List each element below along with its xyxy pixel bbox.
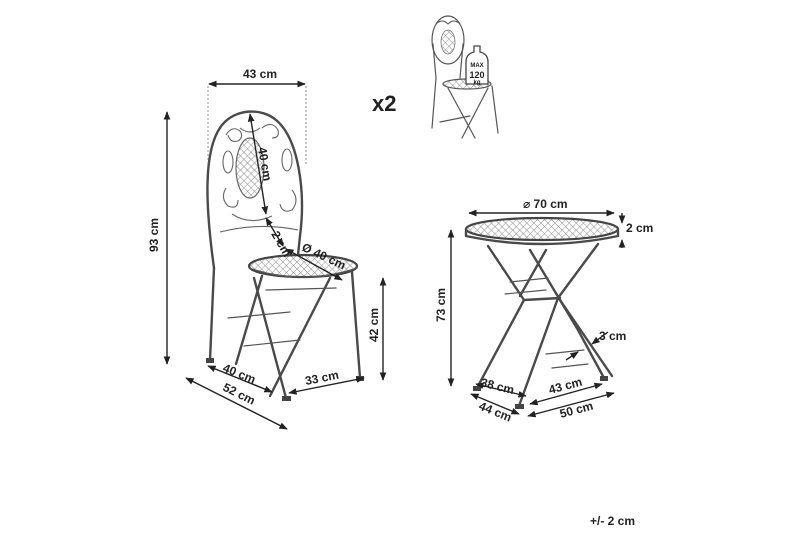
base-width-dimension xyxy=(288,376,365,395)
leg-thickness-arrow-upper xyxy=(591,331,609,345)
seat-thickness-dimension xyxy=(265,217,284,247)
table-height-label: 73 cm xyxy=(434,288,448,322)
max-load-line2: 120 xyxy=(469,70,484,80)
chair-width-label: 43 cm xyxy=(243,67,277,81)
weight-badge-icon xyxy=(465,45,489,85)
backrest-height-label: 40 cm xyxy=(255,146,275,182)
backrest-height-dimension xyxy=(247,113,269,215)
table-drawing xyxy=(464,216,620,409)
leg-thickness-label: 3 cm xyxy=(599,329,626,343)
depth-outer-dimension xyxy=(185,377,288,430)
max-load-line1: MAX xyxy=(470,63,483,69)
table-base-width-outer-label: 50 cm xyxy=(558,399,594,421)
leg-thickness-arrow-lower xyxy=(565,351,579,361)
tolerance-note: +/- 2 cm xyxy=(590,514,635,528)
table-diameter-label: ⌀ 70 cm xyxy=(523,197,568,211)
table-base-depth-inner-label: 38 cm xyxy=(479,375,515,397)
base-width-label: 33 cm xyxy=(304,368,340,388)
quantity-label: x2 xyxy=(372,91,396,116)
seat-diameter-dimension xyxy=(285,248,343,281)
chair-height-label: 93 cm xyxy=(147,218,161,252)
seat-height-label: 42 cm xyxy=(367,308,381,342)
table-base-depth-outer-label: 44 cm xyxy=(477,399,514,425)
chair-thumbnail: MAX 120 kg xyxy=(431,15,499,139)
top-thickness-label: 2 cm xyxy=(626,221,653,235)
table-base-depth-outer-dimension xyxy=(470,393,520,415)
max-load-line3: kg xyxy=(473,80,480,86)
table-base-width-outer-dimension xyxy=(527,391,615,418)
